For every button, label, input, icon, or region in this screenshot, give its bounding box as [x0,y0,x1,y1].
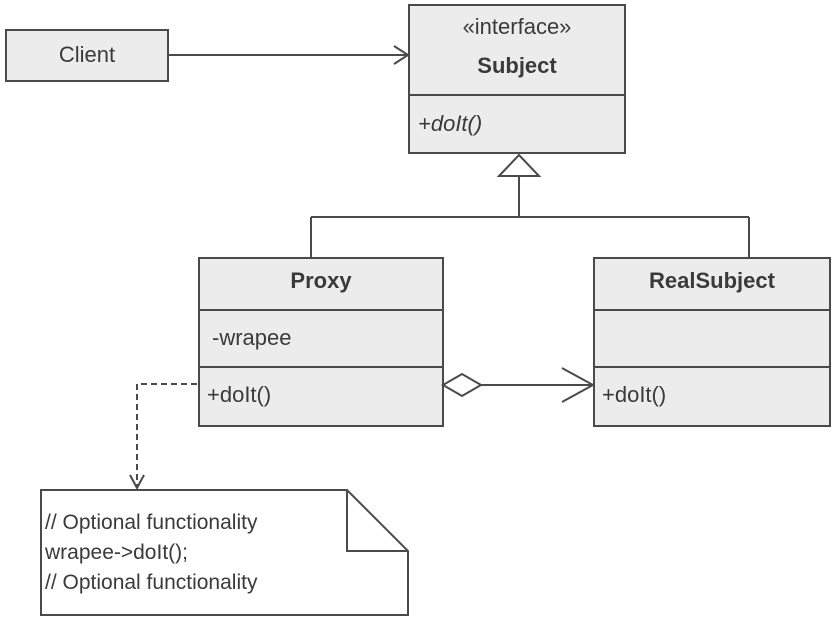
subject-header [408,4,626,96]
client-box [5,29,169,82]
note-line-1: // Optional functionality [45,511,258,534]
subject-name: Subject [477,53,557,78]
real-subject-operations-compartment [593,366,831,427]
note-body [40,489,409,616]
proxy-name: Proxy [290,268,352,293]
aggregation-arrowhead [561,367,596,403]
subject-class [408,4,626,154]
note-line-2: wrapee->doIt(); [45,541,188,564]
real-subject-attributes-compartment [593,309,831,368]
note-connector [136,383,197,486]
proxy-operation: +doIt() [207,382,272,407]
real-subject-operation: +doIt() [602,382,667,407]
realization-connector [310,153,750,258]
note-line-3: // Optional functionality [45,571,258,594]
real-subject-name: RealSubject [649,268,775,293]
note [40,489,409,616]
realization-triangle-arrowhead [496,153,542,177]
subject-stereotype: «interface» [462,14,572,39]
note-connector-arrowhead [129,474,145,491]
aggregation-diamond [441,372,483,398]
proxy-class [198,257,444,427]
client-label: Client [58,42,116,67]
real-subject-class [593,257,831,427]
note-folded-corner [346,490,408,552]
proxy-realsubject-aggregation [441,367,596,403]
proxy-attribute: -wrapee [212,325,292,350]
client-subject-association [168,45,410,65]
subject-operations-compartment [408,94,626,154]
proxy-operations-compartment [198,366,444,427]
subject-operation: +doIt() [418,111,483,136]
association-arrowhead [393,45,410,65]
proxy-name-compartment [198,257,444,311]
